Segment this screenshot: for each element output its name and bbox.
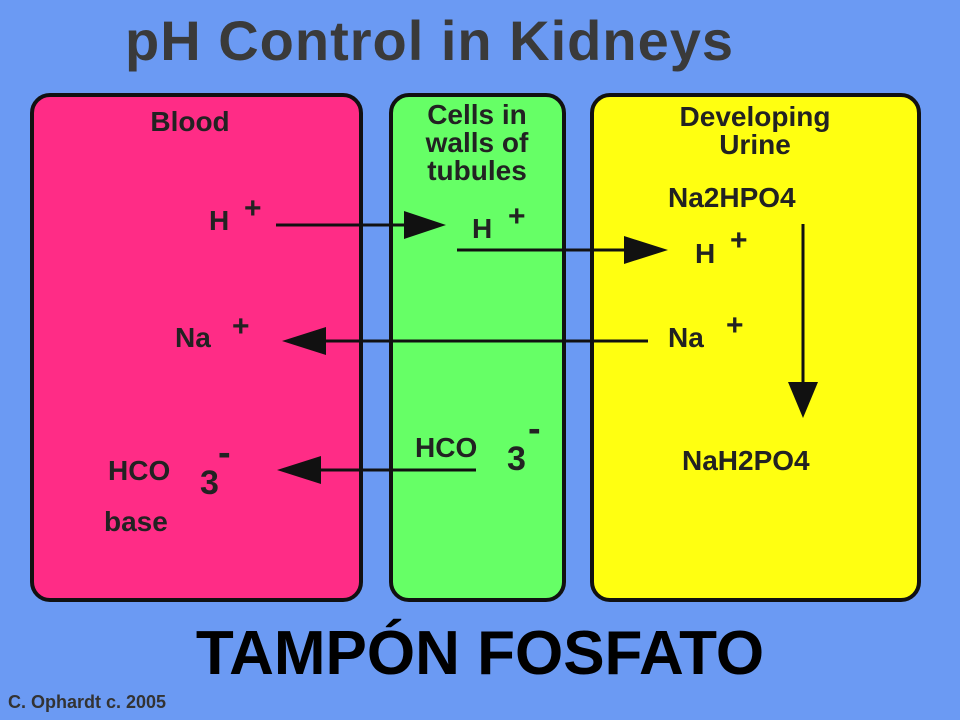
- blood-h-charge: +: [244, 192, 262, 225]
- arrow-h-blood-to-cells-head: [404, 211, 446, 239]
- urine-header: Developing Urine: [620, 103, 890, 159]
- cells-hco3-label: HCO: [415, 432, 478, 463]
- blood-na-label: Na: [175, 322, 211, 353]
- arrow-phosphate-conversion-head: [788, 382, 818, 418]
- blood-h-label: H: [209, 205, 230, 236]
- footer-title: TAMPÓN FOSFATO: [195, 619, 765, 688]
- cells-panel: [389, 93, 566, 602]
- urine-na-label: Na: [668, 322, 704, 353]
- blood-hco3-charge: -: [218, 432, 231, 474]
- cells-hco3-charge: -: [528, 408, 541, 450]
- cells-header-line-1: Cells in: [427, 99, 527, 130]
- urine-na2hpo4-label: Na2HPO4: [668, 182, 796, 213]
- blood-hco3-subscript: 3: [200, 464, 219, 502]
- urine-h-charge: +: [730, 224, 748, 257]
- cells-header-line-2: walls of: [425, 127, 529, 158]
- cells-h-charge: +: [508, 200, 526, 233]
- credit-text: C. Ophardt c. 2005: [8, 692, 167, 712]
- urine-h-label: H: [695, 238, 716, 269]
- arrow-hco3-cells-to-blood-head: [277, 456, 321, 484]
- urine-header-line-2: Urine: [719, 129, 791, 160]
- blood-base-label: base: [104, 506, 168, 537]
- cells-h-label: H: [472, 213, 493, 244]
- arrow-na-urine-to-blood-head: [282, 327, 326, 355]
- cells-header: Cells in walls of tubules: [392, 101, 562, 185]
- urine-nah2po4-label: NaH2PO4: [682, 445, 810, 476]
- arrow-h-cells-to-urine-head: [624, 236, 668, 264]
- blood-na-charge: +: [232, 310, 250, 343]
- urine-panel: [590, 93, 921, 602]
- urine-header-line-1: Developing: [679, 101, 831, 132]
- blood-header: Blood: [150, 106, 230, 137]
- urine-na-charge: +: [726, 309, 744, 342]
- blood-hco3-label: HCO: [108, 455, 171, 486]
- page-title: pH Control in Kidneys: [125, 9, 734, 72]
- cells-header-line-3: tubules: [427, 155, 527, 186]
- cells-hco3-subscript: 3: [507, 440, 526, 478]
